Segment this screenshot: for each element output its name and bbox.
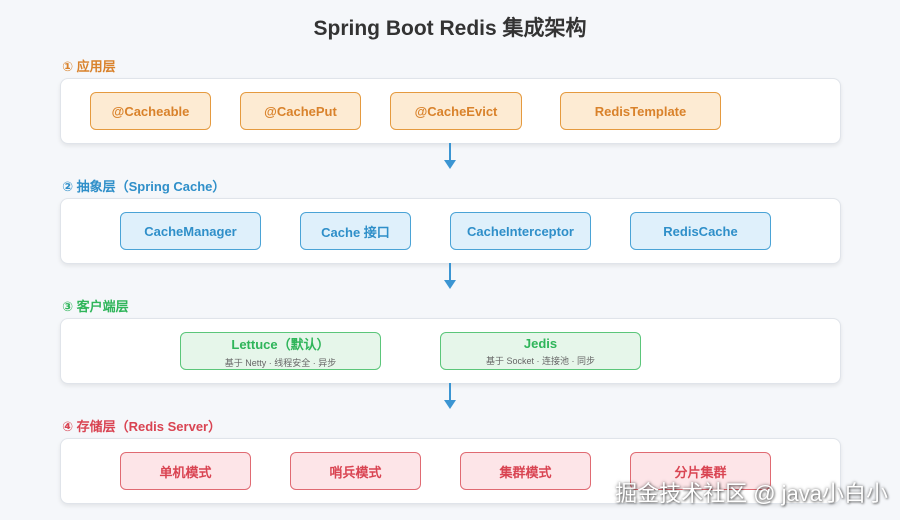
box-lettuce-label: Lettuce（默认） xyxy=(231,336,330,352)
box-standalone-label: 单机模式 xyxy=(159,464,212,480)
layer-panel-abstraction: CacheManager Cache 接口 CacheInterceptor R… xyxy=(60,198,841,264)
box-cacheable-label: @Cacheable xyxy=(111,103,190,119)
box-cacheput: @CachePut xyxy=(240,92,361,130)
box-cacheinterceptor: CacheInterceptor xyxy=(450,212,591,250)
box-jedis-sub: 基于 Socket · 连接池 · 同步 xyxy=(485,355,595,366)
box-lettuce-sub: 基于 Netty · 线程安全 · 异步 xyxy=(224,357,337,368)
box-cache-interface: Cache 接口 xyxy=(300,212,411,250)
arrow-down-1 xyxy=(444,143,456,169)
box-sentinel: 哨兵模式 xyxy=(290,452,421,490)
layer-panel-application: @Cacheable @CachePut @CacheEvict RedisTe… xyxy=(60,78,841,144)
arrow-down-2 xyxy=(444,263,456,289)
box-cluster-label: 集群模式 xyxy=(499,464,552,480)
box-jedis: Jedis 基于 Socket · 连接池 · 同步 xyxy=(440,332,641,370)
box-sentinel-label: 哨兵模式 xyxy=(329,464,382,480)
box-cluster: 集群模式 xyxy=(460,452,591,490)
box-cachemanager: CacheManager xyxy=(120,212,261,250)
box-cacheable: @Cacheable xyxy=(90,92,211,130)
box-rediscache: RedisCache xyxy=(630,212,771,250)
layer-panel-storage: 单机模式 哨兵模式 集群模式 分片集群 xyxy=(60,438,841,504)
box-cacheevict-label: @CacheEvict xyxy=(414,103,498,119)
layer-panel-client: Lettuce（默认） 基于 Netty · 线程安全 · 异步 Jedis 基… xyxy=(60,318,841,384)
box-cache-interface-label: Cache 接口 xyxy=(321,224,390,240)
box-standalone: 单机模式 xyxy=(120,452,251,490)
layer-label-storage: ④ 存储层（Redis Server） xyxy=(62,419,222,434)
box-cacheevict: @CacheEvict xyxy=(390,92,522,130)
box-jedis-label: Jedis xyxy=(523,335,558,351)
diagram-title: Spring Boot Redis 集成架构 xyxy=(313,17,587,40)
layer-label-application: ① 应用层 xyxy=(62,59,116,74)
box-redistemplate-label: RedisTemplate xyxy=(594,103,687,119)
box-cachemanager-label: CacheManager xyxy=(144,223,237,239)
arrow-down-3 xyxy=(444,383,456,409)
box-sharded-cluster: 分片集群 xyxy=(630,452,771,490)
box-redistemplate: RedisTemplate xyxy=(560,92,721,130)
box-cacheput-label: @CachePut xyxy=(264,103,337,119)
box-lettuce: Lettuce（默认） 基于 Netty · 线程安全 · 异步 xyxy=(180,332,381,370)
watermark-text: 掘金技术社区 @ java小白小 xyxy=(615,481,888,506)
box-cacheinterceptor-label: CacheInterceptor xyxy=(467,223,574,239)
layer-label-abstraction: ② 抽象层（Spring Cache） xyxy=(62,179,226,194)
box-sharded-cluster-label: 分片集群 xyxy=(674,464,727,480)
box-rediscache-label: RedisCache xyxy=(663,223,738,239)
layer-label-client: ③ 客户端层 xyxy=(62,299,129,314)
